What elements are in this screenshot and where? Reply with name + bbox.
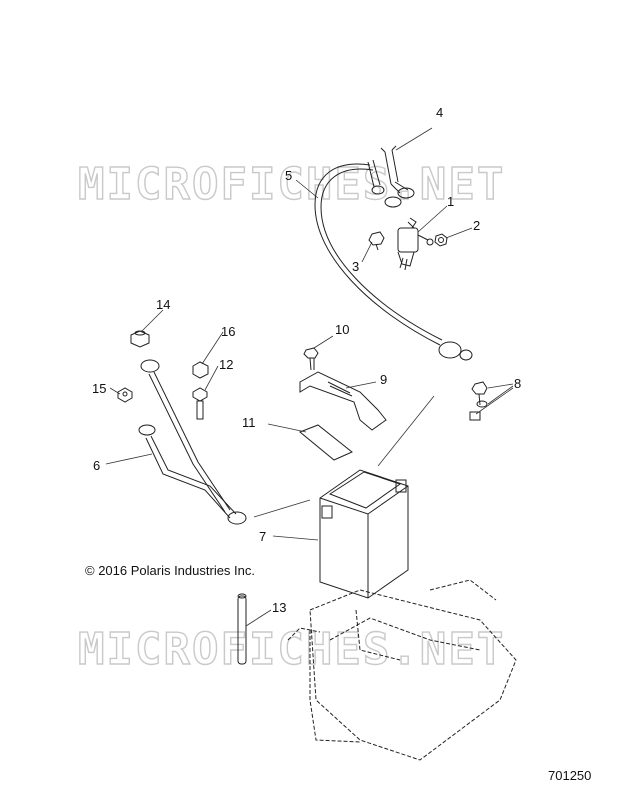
part-16-nut — [192, 361, 209, 379]
part-11-pad — [299, 424, 353, 461]
callout-8: 8 — [514, 376, 521, 391]
callout-4: 4 — [436, 105, 443, 120]
callout-1: 1 — [447, 194, 454, 209]
watermark-bottom: MICROFICHES.NET — [78, 624, 505, 675]
callout-16: 16 — [221, 324, 235, 339]
callout-6: 6 — [93, 458, 100, 473]
part-4-cable — [367, 145, 415, 208]
leader-lines — [105, 127, 514, 627]
watermark-top: MICROFICHES.NET — [78, 159, 505, 210]
callout-14: 14 — [156, 297, 170, 312]
part-8-bolt-nut — [469, 381, 488, 421]
copyright-text: © 2016 Polaris Industries Inc. — [85, 563, 255, 578]
part-5-cable — [314, 163, 473, 361]
callout-15: 15 — [92, 381, 106, 396]
part-15-nut — [117, 387, 133, 403]
part-10-screw — [303, 347, 319, 371]
drawing-number: 701250 — [548, 768, 592, 783]
battery-box — [287, 579, 517, 761]
callout-3: 3 — [352, 259, 359, 274]
part-14-nut — [130, 330, 150, 348]
part-7-battery — [319, 469, 409, 599]
callout-11: 11 — [242, 415, 256, 430]
part-9-bracket — [299, 371, 387, 431]
callout-12: 12 — [219, 357, 233, 372]
callout-13: 13 — [272, 600, 286, 615]
callout-labels: 1 2 3 4 5 6 7 8 9 10 11 12 13 14 15 16 — [92, 105, 521, 615]
part-1-solenoid — [397, 217, 434, 271]
part-2-nut — [434, 233, 448, 247]
callout-7: 7 — [259, 529, 266, 544]
part-3-fastener — [368, 231, 385, 251]
callout-2: 2 — [473, 218, 480, 233]
callout-9: 9 — [380, 372, 387, 387]
callout-5: 5 — [285, 168, 292, 183]
callout-10: 10 — [335, 322, 349, 337]
part-12-bolt — [192, 387, 208, 420]
part-6-strap — [138, 359, 247, 525]
part-13-rod — [237, 593, 247, 665]
